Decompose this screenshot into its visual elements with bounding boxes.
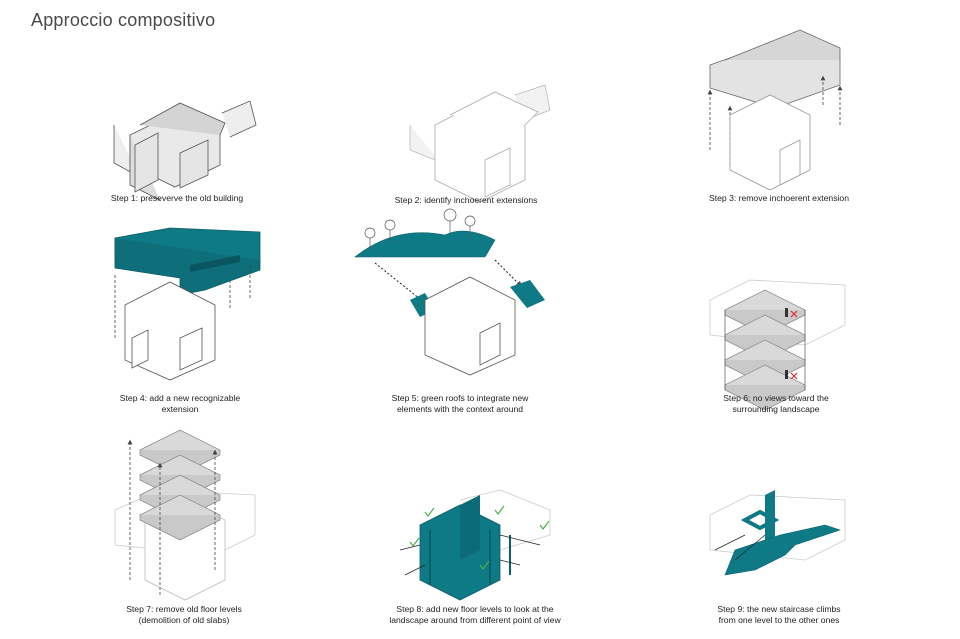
step-8-drawing [400, 490, 550, 600]
step-7-drawing [115, 430, 255, 600]
step-2-drawing [410, 85, 550, 202]
step-2-caption: Step 2: identify inchoerent extensions [346, 195, 586, 206]
step-3-drawing [710, 30, 840, 190]
step-1-caption: Step 1: preseverve the old building [57, 193, 297, 204]
step-1-drawing [114, 101, 256, 200]
step-9-caption: Step 9: the new staircase climbs from on… [659, 604, 899, 626]
step-5-drawing [355, 209, 545, 375]
step-6-caption: Step 6: no views toward the surrounding … [656, 393, 896, 415]
step-8-caption: Step 8: add new floor levels to look at … [355, 604, 595, 626]
step-4-caption: Step 4: add a new recognizable extension [60, 393, 300, 415]
step-5-caption: Step 5: green roofs to integrate new ele… [340, 393, 580, 415]
step-3-caption: Step 3: remove inchoerent extension [659, 193, 899, 204]
step-6-drawing [710, 280, 845, 410]
step-4-drawing [115, 228, 260, 380]
step-9-drawing [710, 490, 845, 575]
step-7-caption: Step 7: remove old floor levels (demolit… [64, 604, 304, 626]
